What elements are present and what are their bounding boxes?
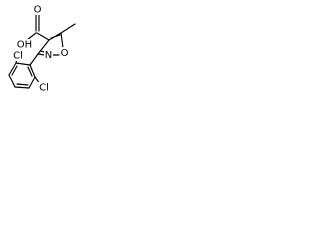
bond-aryl-3-4 (8, 74, 16, 88)
chemical-structure: O OH O N Cl Cl (8, 4, 76, 94)
bond-methyl (60, 23, 76, 34)
bond-aryl-2-3 (8, 62, 17, 76)
hydroxyl-label: OH (17, 40, 32, 51)
chlorine-top-label: Cl (13, 51, 23, 62)
bond-aryl-6-1 (29, 64, 36, 78)
ring-nitrogen-label: N (45, 50, 52, 61)
bond-ring-c5-o (60, 32, 64, 49)
bond-aryl-4-5-inner (16, 83, 29, 86)
bond-ring-n-c3 (37, 53, 46, 56)
bond-ring-c4-c5-inner (50, 34, 61, 39)
bond-c3-aryl (29, 53, 39, 66)
chlorine-bottom-label: Cl (39, 83, 49, 94)
ring-oxygen-label: O (61, 48, 69, 59)
bond-aryl-6-1-inner (27, 66, 33, 77)
bond-aryl-5-6 (28, 76, 36, 89)
bond-aryl-1-2 (15, 62, 31, 66)
bond-aryl-2-3-inner (11, 65, 18, 76)
atom-labels: O OH O N Cl Cl (11, 4, 69, 94)
bond-carboxyl-c-ring-c4 (36, 32, 50, 41)
carboxyl-oxygen-label: O (34, 5, 42, 16)
bond-ring-c3-c4 (37, 39, 50, 55)
bond-carboxyl-c-oh (26, 32, 37, 41)
bond-aryl-4-5 (14, 86, 30, 89)
